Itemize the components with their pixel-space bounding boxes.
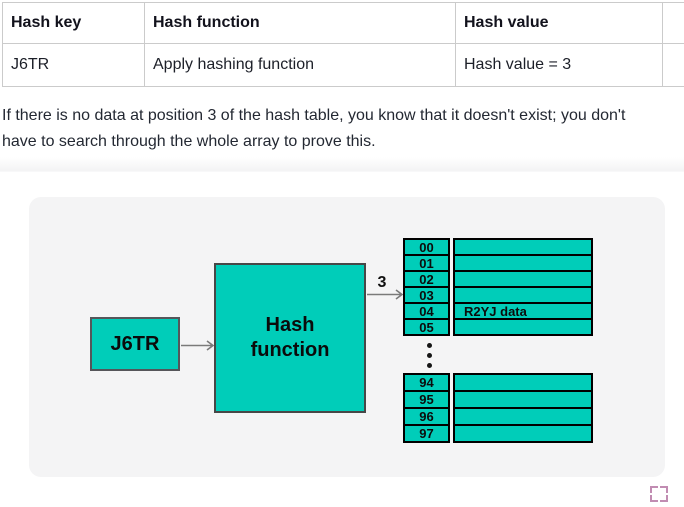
arrow-function-to-table [367,289,404,300]
dot [426,353,432,358]
hash-function-box: Hash function [214,263,366,413]
column-header-extra [662,2,684,44]
cell-hash-function: Apply hashing function [144,43,456,87]
column-header-hash-key: Hash key [2,2,145,44]
explanation-paragraph: If there is no data at position 3 of the… [2,107,626,150]
bucket-index: 97 [403,424,450,443]
hash-info-table: Hash key Hash function Hash value J6TR A… [2,2,684,87]
ellipsis-dots [424,343,434,368]
table-header-row: Hash key Hash function Hash value [2,2,684,44]
input-key-label: J6TR [110,332,160,355]
card-top-shadow [0,157,684,172]
dot [426,363,432,368]
arrow-key-to-function [181,340,215,351]
fullscreen-icon[interactable] [650,486,668,502]
hash-value-label: 3 [377,274,387,291]
cell-extra [662,43,684,87]
fullscreen-corner-top-right [660,486,668,493]
bucket-value [453,424,593,443]
bucket-index: 05 [403,318,450,336]
cell-hash-key: J6TR [2,43,145,87]
input-key-box: J6TR [90,317,180,371]
column-header-hash-value: Hash value [455,2,663,44]
table-row: J6TR Apply hashing function Hash value =… [2,43,684,87]
bucket-row: 02 [403,270,593,288]
dot [426,343,432,348]
bucket-row: 05 [403,318,593,336]
bucket-row: 00 [403,238,593,256]
bucket-row: 97 [403,424,593,443]
cell-hash-value: Hash value = 3 [455,43,663,87]
bucket-value [453,318,593,336]
hash-function-label: Hash function [250,314,330,361]
column-header-hash-function: Hash function [144,2,456,44]
fullscreen-corner-bottom-left [650,495,658,502]
fullscreen-corner-bottom-right [660,495,668,502]
fullscreen-corner-top-left [650,486,658,493]
